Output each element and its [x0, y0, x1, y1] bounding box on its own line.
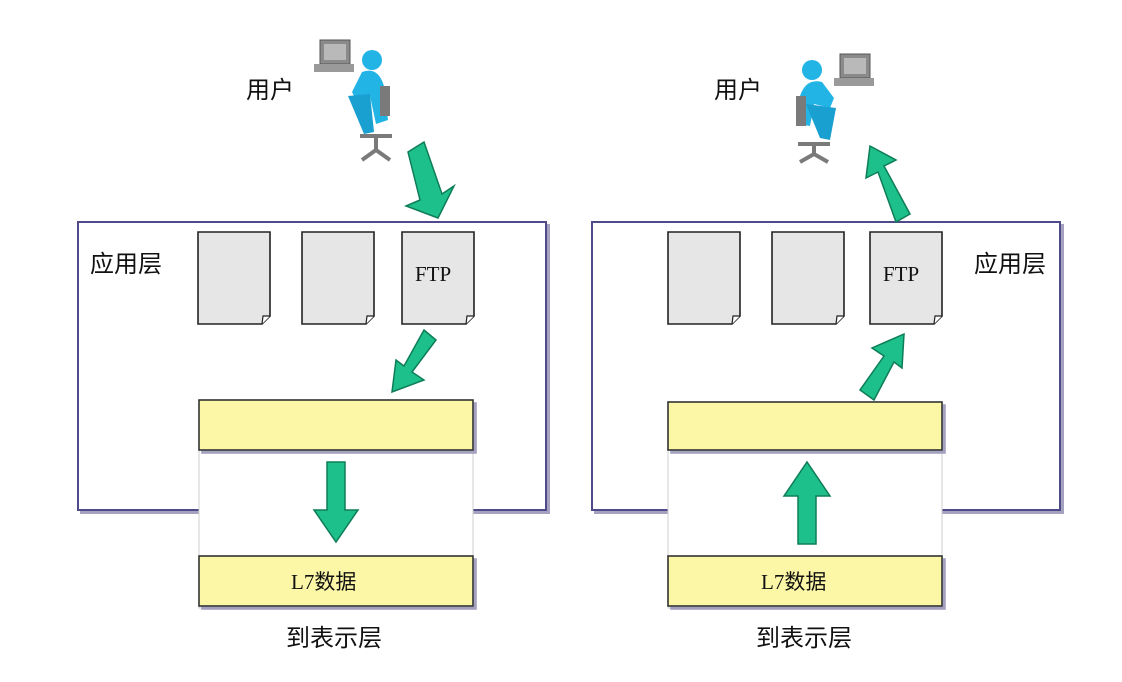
right-arrow-ftp-to-user [865, 144, 912, 224]
left-arrow-user-to-ftp [403, 140, 456, 219]
right-to-presentation-layer-label: 到表示层 [756, 624, 852, 652]
left-yellow-bar-top [198, 399, 474, 451]
right-arrow-up [782, 460, 832, 545]
left-ftp-label: FTP [415, 262, 452, 286]
left-l7-data-label: L7数据 [291, 570, 357, 594]
left-yellow-bar-bottom [198, 555, 474, 607]
left-user-label: 用户 [246, 76, 294, 104]
right-ftp-label: FTP [883, 262, 920, 286]
right-ftp-doc-icon [869, 231, 943, 325]
left-ftp-doc-icon [401, 231, 475, 325]
right-yellow-bar-bottom [667, 555, 943, 607]
left-arrow-ftp-to-bar [391, 328, 438, 394]
left-doc-icon-1 [197, 231, 271, 325]
right-l7-data-label: L7数据 [761, 570, 827, 594]
left-user-icon [314, 39, 392, 162]
right-user-label: 用户 [714, 76, 762, 104]
right-doc-icon-2 [771, 231, 845, 325]
left-doc-icon-2 [301, 231, 375, 325]
left-arrow-down [312, 461, 360, 544]
left-application-layer-label: 应用层 [90, 250, 162, 278]
right-application-layer-label: 应用层 [974, 250, 1046, 278]
right-arrow-bar-to-ftp [858, 332, 905, 402]
right-user-icon [796, 53, 874, 164]
right-doc-icon-1 [667, 231, 741, 325]
right-yellow-bar-top [667, 401, 943, 451]
left-to-presentation-layer-label: 到表示层 [286, 624, 382, 652]
